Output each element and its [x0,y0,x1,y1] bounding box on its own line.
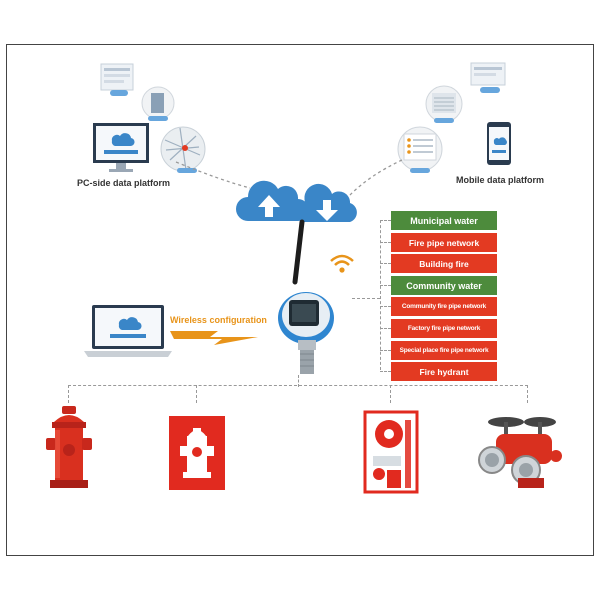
category-item-tag: Special place fire pipe network [391,341,497,360]
cloud-upload-icon [236,180,309,221]
cloud-download-icon [295,183,357,222]
category-connector [380,328,391,329]
category-connector [380,263,391,264]
category-bracket [380,220,381,370]
category-item-tag: Fire hydrant [391,362,497,381]
hydrant-sign-icon [169,416,225,490]
device-drop-line [298,375,299,387]
drop-line-4 [527,385,528,403]
category-item-tag: Community fire pipe network [391,297,497,316]
device-to-category-link [352,298,380,299]
lightning-bolt-icon [170,331,258,345]
drop-line-3 [390,385,391,403]
category-item-tag: Building fire [391,254,497,273]
drop-line-1 [68,385,69,403]
pc-platform-label: PC-side data platform [77,178,171,188]
diagram-frame [6,44,594,556]
category-connector [380,371,391,372]
fire-valve-icon [478,417,562,488]
drop-line-2 [196,385,197,403]
pressure-transmitter [278,219,334,374]
category-group-tag: Community water [391,276,497,295]
fire-hydrant-icon [46,406,92,488]
wifi-icon [330,254,354,273]
category-group-tag: Municipal water [391,211,497,230]
category-connector [380,306,391,307]
laptop-illustration [84,305,172,357]
category-item-tag: Factory fire pipe network [391,319,497,338]
hose-reel-cabinet-icon [363,410,419,494]
mobile-platform-label: Mobile data platform [456,175,545,185]
category-connector [380,242,391,243]
category-connector [380,220,391,221]
category-connector [380,285,391,286]
category-item-tag: Fire pipe network [391,233,497,252]
category-connector [380,350,391,351]
wireless-config-label: Wireless configuration [170,315,267,325]
